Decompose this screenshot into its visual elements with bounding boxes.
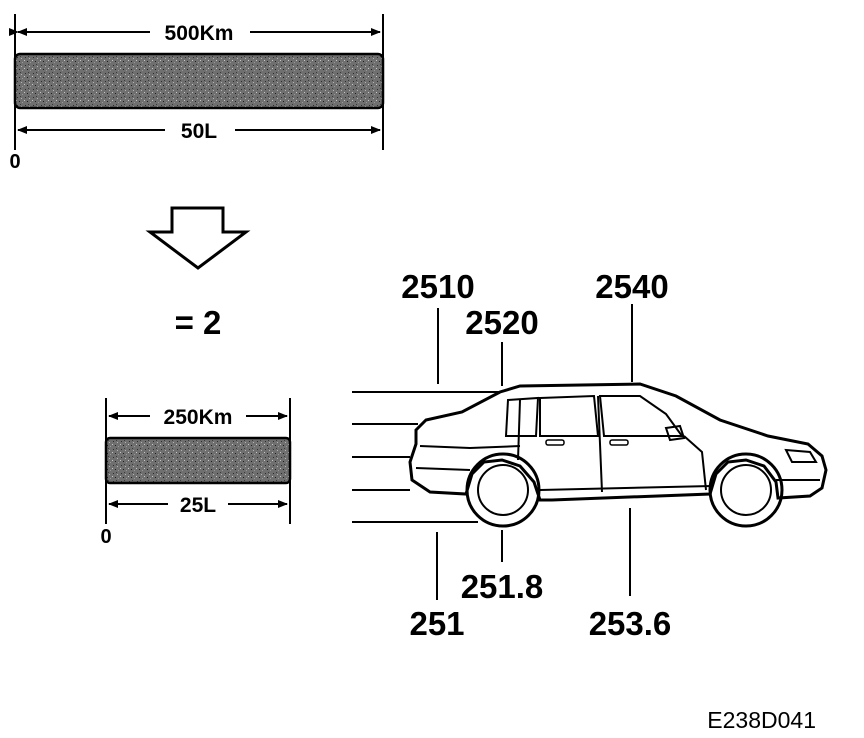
- callout-label-bottom: 251: [409, 605, 464, 642]
- top-volume-arrowhead-left: [17, 126, 27, 134]
- bottom-fuel-bar: [104, 436, 292, 485]
- front-wheel-tire: [708, 452, 784, 528]
- top-fuel-bar-group: 500Km 50L 0: [9, 14, 385, 173]
- top-zero-label: 0: [9, 151, 20, 173]
- callout-label-top: 2540: [595, 268, 668, 305]
- top-volume-label: 50L: [181, 120, 217, 143]
- figure-code: E238D041: [707, 707, 816, 733]
- callout-label-bottom: 253.6: [589, 605, 672, 642]
- car-sedan-icon: [352, 304, 828, 600]
- down-arrow-icon: [145, 206, 251, 270]
- door-seam-front: [683, 435, 707, 491]
- bottom-volume-arrowhead-left: [108, 500, 118, 508]
- car-trunk-line: [419, 445, 521, 450]
- rear-quarter-window: [504, 396, 540, 437]
- front-door-handle: [609, 439, 629, 446]
- door-seam-rear: [517, 399, 521, 461]
- car-rocker-lines: [415, 467, 820, 491]
- bottom-distance-label: 250Km: [164, 406, 233, 429]
- car-body-outline: [408, 382, 828, 502]
- callout-label-top: 2510: [401, 268, 474, 305]
- halving-factor-label: = 2: [175, 304, 222, 341]
- top-distance-arrowhead-left: [17, 28, 27, 36]
- door-seam-center: [597, 395, 603, 493]
- rear-wheel-rim: [477, 464, 529, 516]
- front-door-window: [598, 395, 684, 437]
- headlight: [784, 448, 818, 463]
- top-fuel-bar: [13, 52, 385, 110]
- bottom-zero-label: 0: [100, 526, 111, 548]
- callout-label-top: 2520: [465, 304, 538, 341]
- side-mirror: [664, 424, 686, 442]
- rear-door-handle: [545, 439, 565, 446]
- callout-label-bottom: 251.8: [461, 568, 544, 605]
- rear-door-window: [539, 394, 600, 437]
- top-distance-label: 500Km: [165, 22, 234, 45]
- front-wheel-rim: [720, 464, 772, 516]
- rear-wheel-tire: [465, 452, 541, 528]
- bottom-distance-arrowhead-left: [108, 412, 118, 420]
- bottom-fuel-bar-group: 250Km 25L 0: [100, 398, 292, 548]
- bottom-volume-label: 25L: [180, 494, 216, 517]
